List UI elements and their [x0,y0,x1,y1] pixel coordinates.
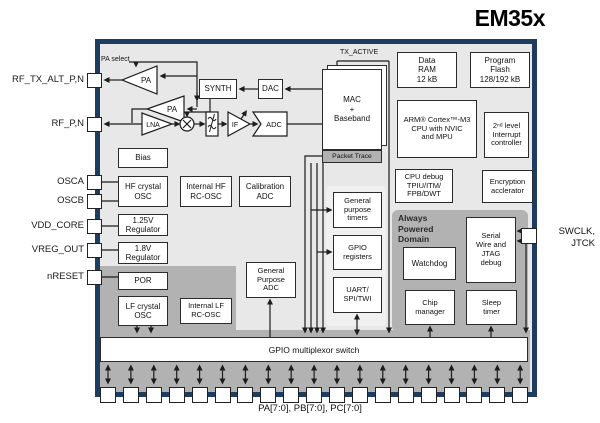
pin-label-swclk: SWCLK, JTCK [558,226,595,249]
gpio-pin-box [191,387,208,403]
gpio-pin-box [512,387,529,403]
block-mac-baseband: MAC + Baseband [322,69,382,150]
gpio-pin-box [397,387,414,403]
block-chip-mgr: Chip manager [405,290,455,325]
block-int-ctrl: 2ⁿᵈ level Interrupt controller [484,112,529,158]
pin-label-oscb: OSCB [57,195,84,206]
gpio-pin-box [420,387,437,403]
pin-label-osca: OSCA [57,176,84,187]
gpio-pin-box [260,387,277,403]
gpio-pin-box [145,387,162,403]
block-data-ram: Data RAM 12 kB [397,52,457,88]
block-prog-flash: Program Flash 128/192 kB [470,52,530,88]
pin-box-nreset [87,269,102,285]
pin-box-vreg-out [87,242,102,258]
pa-select-label: PA select [101,56,130,63]
block-cpu-debug: CPU debug TPIU/ITM/ FPB/DWT [395,169,453,203]
pin-box-vdd-core [87,218,102,234]
gpio-port-label: PA[7:0], PB[7:0], PC[7:0] [258,403,362,414]
gpio-pin-box [306,387,323,403]
gpio-pin-box [122,387,139,403]
gpio-pin-box [100,387,116,403]
block-bias: Bias [118,148,168,168]
block-lf-xtal-osc: LF crystal OSC [118,296,168,326]
block-synth: SYNTH [199,79,237,99]
gpio-pin-box [374,387,391,403]
block-uart: UART/ SPI/TWI [333,277,382,313]
gpio-pin-box [466,387,483,403]
always-powered-domain-label: Always Powered Domain [398,213,434,245]
gpio-pin-box [214,387,231,403]
gpio-pin-box [443,387,460,403]
gpio-pin-box [489,387,506,403]
block-dac: DAC [258,79,283,99]
block-por: POR [118,272,168,290]
pin-box-osca [87,174,102,190]
block-watchdog: Watchdog [403,247,456,280]
gpio-pin-box [237,387,254,403]
tx-active-label: TX_ACTIVE [340,49,379,56]
block-sw-jtag: Serial Wire and JTAG debug [466,217,516,283]
block-reg-18: 1.8V Regulator [118,242,168,264]
pin-label-rf-pn: RF_P,N [51,118,84,129]
block-gp-adc: General Purpose ADC [246,262,296,298]
pin-label-nreset: nRESET [47,271,84,282]
block-reg-125: 1.25V Regulator [118,214,168,236]
page-title: EM35x [474,5,546,31]
pin-label-vdd-core: VDD_CORE [31,220,84,231]
pin-label-rf-tx-alt: RF_TX_ALT_P,N [12,74,84,85]
block-int-hf-rc-osc: Internal HF RC-OSC [180,176,232,207]
gpio-pin-box [351,387,368,403]
pin-label-vreg-out: VREG_OUT [31,244,84,255]
block-int-lf-rc-osc: Internal LF RC-OSC [180,298,232,324]
block-gp-timers: General purpose timers [333,192,382,228]
block-cal-adc: Calibration ADC [239,176,291,207]
block-hf-xtal-osc: HF crystal OSC [118,176,168,207]
pin-box-rf-pn [87,116,102,132]
block-encrypt: Encryption acclerator [482,170,533,203]
block-arm-cpu: ARM® Cortex™-M3 CPU with NVIC and MPU [397,100,477,158]
block-sleep-timer: Sleep timer [466,290,517,325]
pin-box-swclk [521,228,537,244]
gpio-pin-box [168,387,185,403]
gpio-pin-box [329,387,345,403]
gpio-pin-box [283,387,300,403]
packet-trace-bar: Packet Trace [322,150,382,163]
pin-box-rf-tx-alt [87,72,102,88]
block-gpio-reg: GPIO registers [333,235,382,270]
pin-box-oscb [87,193,102,209]
gpio-mux-switch: GPIO multiplexor switch [100,337,528,362]
